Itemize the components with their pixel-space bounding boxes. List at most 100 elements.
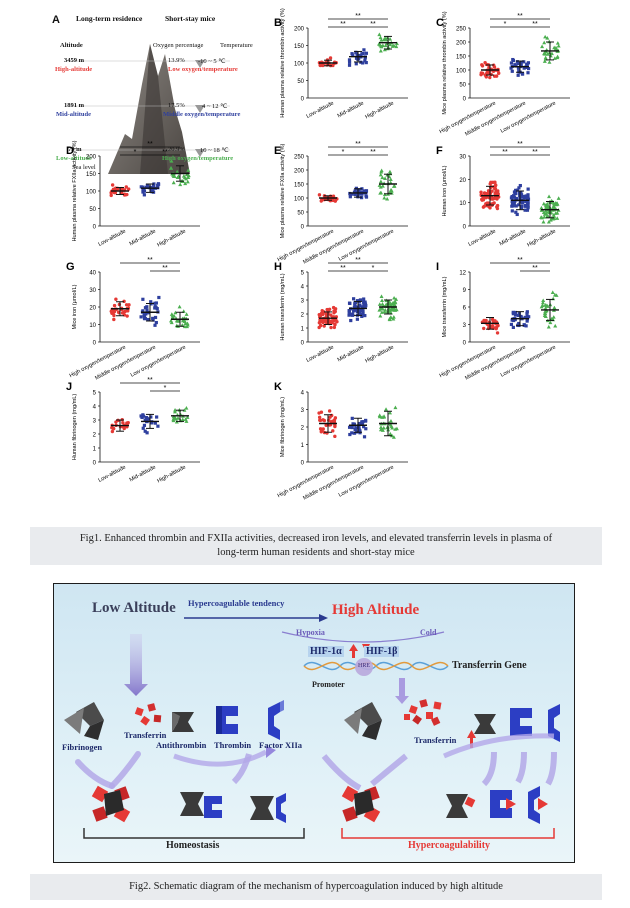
data-point [358,192,362,196]
data-point [363,59,367,63]
data-point [494,196,498,200]
factor-xiia-label: Factor XIIa [259,740,303,750]
data-point [384,407,389,411]
data-point [542,51,547,55]
row-low-condition: High oxygen/temperature [162,155,234,162]
data-point [357,427,361,431]
data-point [143,418,147,422]
sig-stars: ** [340,265,346,272]
data-point [322,324,326,328]
data-point [519,314,523,319]
y-tick-label: 10 [459,201,466,207]
row-high-condition: Low oxygen/temperature [168,66,238,73]
data-point [141,187,145,191]
x-tick-label: Low oxygen/temperature [338,464,395,498]
data-point [391,315,396,319]
figure-2: Low Altitude High Altitude Hypercoagulab… [53,583,575,863]
data-point [517,321,521,326]
data-point [329,325,333,330]
y-tick-label: 2 [93,433,97,439]
data-point [388,410,393,415]
data-point [511,325,515,329]
data-point [183,181,188,186]
sig-stars: ** [162,265,168,272]
data-point [110,429,115,434]
transferrin-right-label: Transferrin [414,735,457,745]
y-tick-label: 3 [301,408,305,414]
data-point [350,431,354,435]
data-point [353,303,357,307]
data-point [382,195,387,200]
data-point [545,36,550,40]
data-point [184,312,189,316]
data-point [318,418,323,423]
data-point [348,432,352,437]
row-high-label: High-altitude [55,66,93,73]
data-point [176,416,181,420]
data-point [490,197,495,201]
x-tick-label: High-altitude [364,344,395,364]
data-point [510,69,514,73]
data-point [555,211,560,215]
sig-stars: ** [355,141,361,148]
data-point [379,168,384,173]
data-point [494,326,498,330]
thrombin-icon-right [510,708,532,736]
y-tick-label: 1 [301,443,305,449]
data-point [351,53,355,57]
data-point [377,32,382,37]
data-point [332,325,337,330]
data-point [142,317,147,321]
data-point [146,317,150,322]
data-point [546,219,551,224]
data-point [142,193,146,197]
x-tick-label: Mid-altitude [129,228,157,247]
antithrombin-label: Antithrombin [156,740,207,750]
data-point [350,313,355,317]
high-altitude-title: High Altitude [332,602,420,618]
row-mid-condition: Middle oxygen/temperature [163,111,241,118]
data-point [145,308,149,312]
data-point [184,172,189,177]
x-tick-label: Low oxygen/temperature [130,344,187,378]
y-tick-label: 0 [301,225,305,231]
data-point [515,212,519,217]
data-point [151,316,155,321]
data-point [540,303,545,307]
data-point [555,54,560,59]
data-point [145,431,149,435]
hypercoagulability-label: Hypercoagulability [408,840,491,851]
data-point [121,421,125,425]
data-point [324,423,328,427]
data-point [539,205,544,210]
y-tick-label: 0 [463,97,467,103]
cold-label: Cold [420,628,437,637]
x-tick-label: Low-altitude [467,228,496,247]
data-point [543,309,548,314]
data-point [556,196,561,200]
x-tick-label: Low oxygen/temperature [500,100,557,134]
data-point [379,190,384,195]
data-point [111,426,116,431]
fig2-caption: Fig2. Schematic diagram of the mechanism… [129,881,503,892]
data-point [362,435,367,439]
y-axis-label: Human transferrin (mg/mL) [280,273,286,340]
sig-stars: ** [502,149,508,156]
y-tick-label: 200 [294,169,305,175]
data-point [541,219,546,224]
data-point [362,425,366,429]
y-tick-label: 0 [301,97,305,103]
data-point [347,425,352,429]
y-tick-label: 250 [294,155,305,161]
data-point [109,309,114,313]
data-point [378,48,383,53]
sig-stars: * [164,385,167,392]
y-axis-label: Human fibrinogen (mg/mL) [72,394,78,461]
sig-stars: ** [517,141,523,148]
sig-stars: ** [370,149,376,156]
data-point [114,420,118,424]
data-point [321,427,325,431]
